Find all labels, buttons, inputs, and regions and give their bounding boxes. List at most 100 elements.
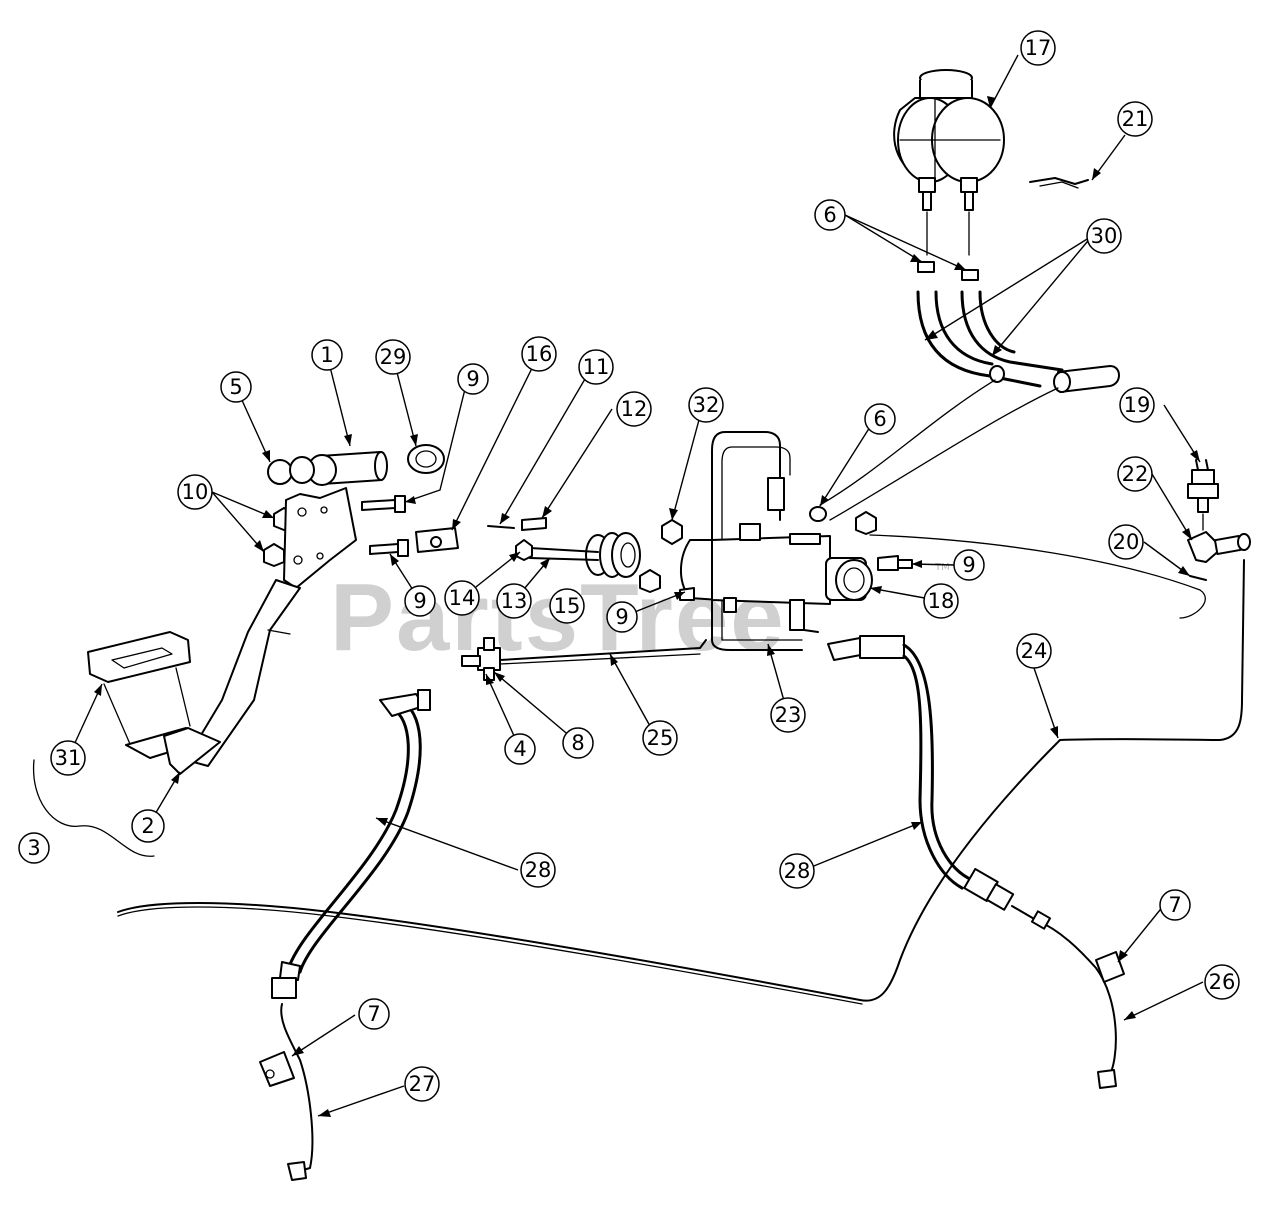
callout-23: 23 — [770, 697, 806, 733]
callout-30: 30 — [1086, 218, 1122, 254]
pedal-pad-part — [87, 631, 191, 683]
callout-5: 5 — [220, 371, 252, 403]
callout-label: 9 — [962, 553, 975, 577]
callout-label: 1 — [320, 343, 333, 367]
brake-line-25 — [499, 639, 707, 661]
clip-part-b — [1039, 181, 1079, 189]
callout-4: 4 — [504, 733, 536, 765]
brake-hose-left — [286, 706, 410, 972]
callout-10: 10 — [177, 474, 213, 510]
brake-line-24-edge — [117, 906, 863, 1005]
clamp-part-b — [961, 269, 979, 281]
clevis-hole — [430, 536, 442, 548]
callout-label: 8 — [571, 731, 584, 755]
reservoir-hose-a — [916, 290, 1042, 388]
hose-nut-left-bottom — [271, 977, 297, 999]
master-cylinder-part — [679, 523, 873, 633]
callout-15: 15 — [549, 588, 585, 624]
callout-7-right: 7 — [1159, 889, 1191, 921]
assembly-bracket-line — [32, 759, 155, 857]
return-line-a — [819, 379, 996, 506]
callout-label: 19 — [1124, 393, 1151, 417]
bolt-part-a — [361, 499, 396, 511]
callout-27: 27 — [404, 1066, 440, 1102]
callout-label: 7 — [367, 1002, 380, 1026]
hose-end-b-cap — [1053, 371, 1071, 393]
callout-11: 11 — [578, 349, 614, 385]
reservoir-part — [893, 69, 1005, 211]
pushrod-part — [529, 547, 599, 553]
snap-ring-part-b — [289, 456, 315, 484]
callout-label: 13 — [501, 589, 528, 613]
brake-line-24 — [117, 559, 1245, 1002]
callout-7-left: 7 — [358, 998, 390, 1030]
callout-9-center: 9 — [606, 601, 638, 633]
callout-label: 5 — [229, 375, 242, 399]
cotter-pin-part — [487, 525, 515, 529]
pedal-shaft-part — [307, 451, 388, 486]
hose-fitting-left-bottom — [279, 961, 301, 981]
callout-19: 19 — [1119, 387, 1155, 423]
brake-hose-right — [902, 643, 974, 882]
callout-1: 1 — [311, 339, 343, 371]
hose-clamp-part — [1189, 575, 1207, 581]
callout-17: 17 — [1020, 30, 1056, 66]
callout-9-pedal: 9 — [404, 585, 436, 617]
hose-end-a — [989, 365, 1005, 383]
callout-label: 16 — [526, 342, 553, 366]
pedal-arm-part — [185, 487, 357, 767]
brake-line-25-edge — [499, 653, 701, 665]
nut-part — [661, 519, 683, 545]
callout-label: 30 — [1091, 224, 1118, 248]
callout-28-left: 28 — [520, 852, 556, 888]
reservoir-hose-a-edge — [934, 290, 994, 366]
hose-nut-right-top — [859, 635, 905, 659]
snap-ring-part — [267, 459, 293, 485]
clip-part — [1029, 177, 1089, 185]
callout-9-right: 9 — [953, 549, 985, 581]
pad-guide-b — [175, 667, 191, 727]
callout-label: 31 — [55, 746, 82, 770]
callout-18: 18 — [923, 583, 959, 619]
callout-label: 2 — [141, 814, 154, 838]
line-bracket-left — [259, 1051, 295, 1087]
reservoir-hose-b-edge — [978, 290, 1016, 354]
callout-26: 26 — [1204, 964, 1240, 1000]
callout-label: 14 — [449, 586, 476, 610]
brake-line-loop-outer — [711, 431, 803, 651]
callout-label: 9 — [466, 367, 479, 391]
callout-label: 27 — [409, 1072, 436, 1096]
callout-31: 31 — [50, 740, 86, 776]
bushing-part — [407, 444, 445, 474]
master-nut-part — [855, 511, 877, 535]
callout-label: 32 — [693, 393, 720, 417]
callout-label: 10 — [182, 480, 209, 504]
return-line-b — [829, 387, 1059, 521]
callout-22: 22 — [1117, 456, 1153, 492]
callout-25: 25 — [642, 720, 678, 756]
callout-label: 26 — [1209, 970, 1236, 994]
nut-part-b — [639, 569, 661, 593]
watermark-trademark: TM — [934, 562, 950, 573]
bolt-head-a — [394, 495, 406, 513]
tee-fitting-part — [461, 637, 501, 681]
callout-label: 7 — [1168, 893, 1181, 917]
callout-13: 13 — [496, 583, 532, 619]
wire-line — [869, 534, 1206, 619]
callout-6-master: 6 — [864, 403, 896, 435]
callout-label: 17 — [1025, 36, 1052, 60]
callout-32: 32 — [688, 387, 724, 423]
callout-label: 15 — [554, 594, 581, 618]
hose-end-b — [1057, 365, 1120, 393]
line-end-left — [287, 1161, 307, 1181]
callout-label: 11 — [583, 355, 610, 379]
bolt-head-b — [397, 539, 409, 557]
callout-16: 16 — [521, 336, 557, 372]
callout-label: 12 — [621, 397, 648, 421]
callout-label: 29 — [380, 345, 407, 369]
callout-label: 28 — [784, 859, 811, 883]
line-end-right — [1097, 1069, 1117, 1089]
brake-line-loop-inner — [721, 446, 803, 641]
